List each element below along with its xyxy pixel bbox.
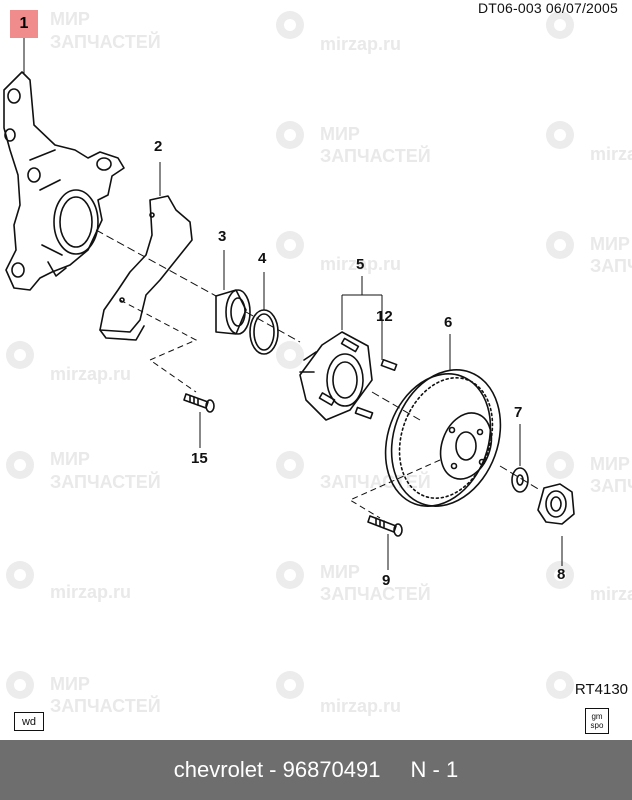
steering-knuckle — [3, 71, 125, 291]
watermark-text: МИР — [50, 9, 90, 29]
watermark-text: mirzap.ru — [590, 144, 632, 164]
bolt — [183, 393, 215, 413]
watermark-text: МИР — [320, 124, 360, 144]
watermark-text: mirzap.ru — [590, 584, 632, 604]
callout-9[interactable]: 9 — [382, 572, 391, 589]
watermark-text: ЗАПЧАСТЕЙ — [590, 475, 632, 496]
callout-5[interactable]: 5 — [356, 256, 365, 273]
watermark-text: ЗАПЧАСТЕЙ — [320, 583, 431, 604]
callout-4[interactable]: 4 — [258, 250, 267, 267]
diagram-code: DT06-003 06/07/2005 — [477, 0, 618, 16]
watermark-text: ЗАПЧАСТЕЙ — [50, 31, 161, 52]
dust-shield — [99, 195, 193, 341]
leader-lines — [23, 36, 563, 570]
quantity-text: N - 1 — [410, 757, 459, 782]
part-number-text: chevrolet - 96870491 — [173, 757, 381, 782]
brake-disc — [384, 369, 502, 507]
watermark-text: МИР — [590, 454, 630, 474]
watermark-text: mirzap.ru — [50, 582, 131, 602]
reference-code: RT4130 — [574, 681, 628, 698]
watermark-text: mirzap.ru — [320, 34, 401, 54]
callout-15[interactable]: 15 — [191, 450, 208, 467]
screw — [367, 515, 403, 537]
watermark-text: МИР — [320, 562, 360, 582]
watermark-pin-icon — [6, 11, 574, 699]
hub-nut — [537, 483, 575, 525]
callout-3[interactable]: 3 — [218, 228, 227, 245]
wheel-studs — [318, 337, 398, 420]
watermark-text: ЗАПЧАСТЕЙ — [590, 255, 632, 276]
snap-ring — [249, 309, 279, 355]
wheel-hub — [299, 331, 373, 421]
callout-2[interactable]: 2 — [154, 138, 163, 155]
callout-7[interactable]: 7 — [514, 404, 523, 421]
part-badge-1[interactable]: 1 — [10, 10, 38, 38]
wheel-bearing — [215, 289, 251, 335]
gm-spo-logo: gm spo — [585, 708, 609, 734]
callout-6[interactable]: 6 — [444, 314, 453, 331]
callout-8[interactable]: 8 — [557, 566, 566, 583]
wd-label: wd — [14, 712, 44, 731]
footer-bar: chevrolet - 96870491 N - 1 — [0, 740, 632, 800]
callout-12[interactable]: 12 — [376, 308, 393, 325]
watermark-text: ЗАПЧАСТЕЙ — [50, 471, 161, 492]
watermark-text: mirzap.ru — [50, 364, 131, 384]
watermark-text: ЗАПЧАСТЕЙ — [320, 145, 431, 166]
washer — [511, 467, 529, 493]
watermark-text: mirzap.ru — [320, 254, 401, 274]
watermark-text: МИР — [50, 674, 90, 694]
watermark-layer: МИР ЗАПЧАСТЕЙ mirzap.ru МИР ЗАПЧАСТЕЙ mi… — [6, 9, 632, 716]
watermark-text: МИР — [590, 234, 630, 254]
watermark-text: ЗАПЧАСТЕЙ — [50, 695, 161, 716]
watermark-text: mirzap.ru — [320, 696, 401, 716]
watermark-text: МИР — [50, 449, 90, 469]
parts-diagram: МИР ЗАПЧАСТЕЙ mirzap.ru МИР ЗАПЧАСТЕЙ mi… — [3, 9, 632, 716]
